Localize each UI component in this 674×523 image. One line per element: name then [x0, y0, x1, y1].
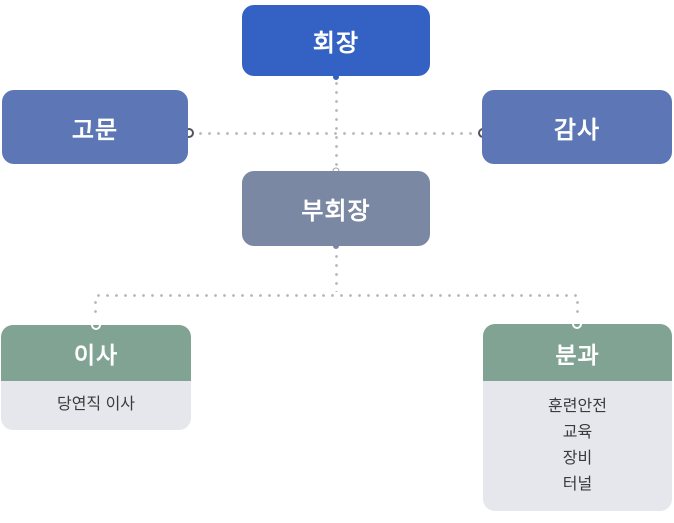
- node-auditor: 감사: [482, 90, 672, 164]
- list-item: 장비: [562, 450, 593, 467]
- node-vice-chairman-label: 부회장: [301, 198, 371, 225]
- node-director-body: 당연직 이사: [1, 381, 191, 430]
- node-director-group: 이사 당연직 이사: [1, 325, 191, 430]
- connector-vice-branch-stem: [335, 252, 338, 292]
- list-item: 당연직 이사: [56, 396, 136, 413]
- node-chairman-label: 회장: [312, 30, 360, 57]
- node-director-header: 이사: [1, 325, 191, 381]
- node-chairman: 회장: [242, 5, 430, 76]
- node-director-label: 이사: [73, 342, 119, 368]
- node-auditor-label: 감사: [553, 116, 601, 144]
- node-subcommittee-label: 분과: [555, 341, 600, 368]
- connector-branch-horizontal: [94, 293, 578, 297]
- node-subcommittee-body: 훈련안전 교육 장비 터널: [483, 381, 672, 511]
- list-item: 훈련안전: [548, 398, 607, 415]
- port-dot-subcommittee-top: [572, 319, 582, 329]
- node-advisor-label: 고문: [71, 116, 119, 144]
- connector-branch-director: [94, 298, 97, 318]
- node-subcommittee-header: 분과: [483, 324, 672, 381]
- node-advisor: 고문: [2, 90, 188, 164]
- connector-chairman-vice: [335, 79, 338, 167]
- connector-advisor-auditor: [196, 131, 476, 135]
- list-item: 교육: [562, 424, 593, 441]
- node-vice-chairman: 부회장: [242, 171, 430, 246]
- list-item: 터널: [562, 476, 593, 493]
- node-subcommittee-group: 분과 훈련안전 교육 장비 터널: [483, 324, 672, 511]
- port-dot-director-top: [91, 320, 101, 330]
- connector-branch-subcommittee: [576, 298, 579, 317]
